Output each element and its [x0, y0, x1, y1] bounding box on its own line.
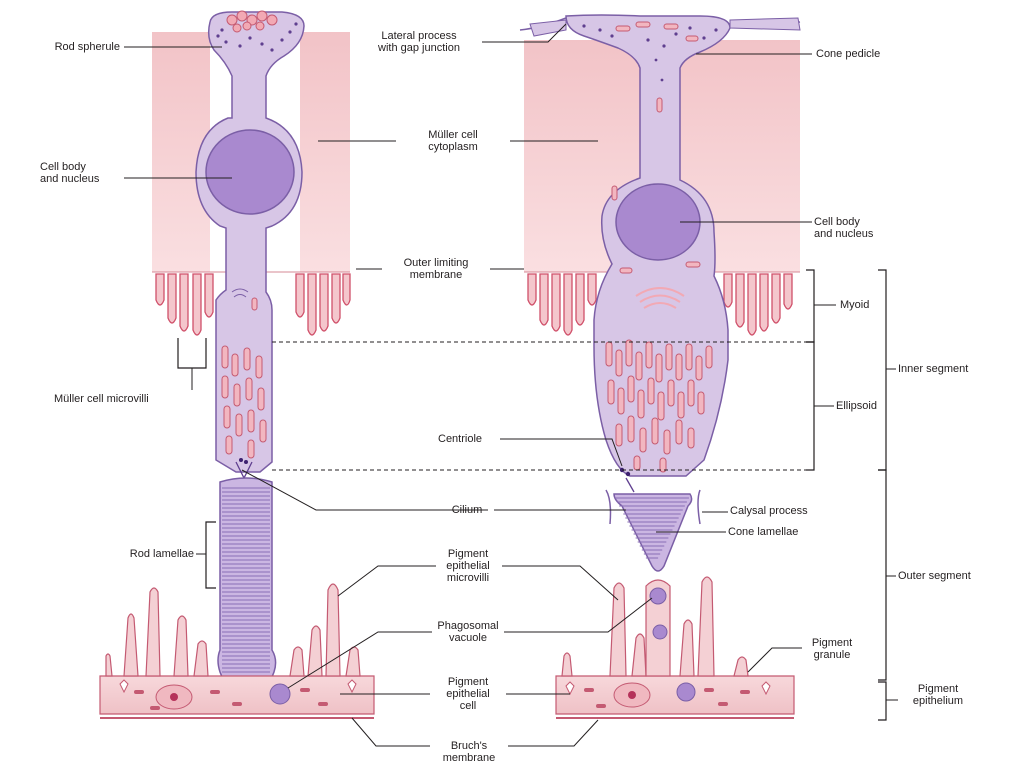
label-pigment-microvilli: Pigment epithelial microvilli: [446, 548, 490, 584]
label-phagosomal-vacuole: Phagosomal vacuole: [437, 620, 499, 644]
muller-cytoplasm-left: [152, 32, 350, 273]
label-pigment-granule: Pigment granule: [811, 637, 853, 661]
muller-microvilli-left: [155, 273, 351, 336]
cone-golgi: [635, 287, 685, 309]
label-pigment-epithelial-cell: Pigment epithelial cell: [446, 676, 490, 712]
rod-lamellae-lines: [222, 487, 270, 673]
label-pigment-epithelium: Pigment epithelium: [912, 683, 964, 707]
label-outer-limiting-membrane: Outer limiting membrane: [403, 257, 469, 281]
label-ellipsoid: Ellipsoid: [836, 400, 877, 412]
rod-nucleus: [205, 129, 295, 215]
pigment-epithelium-left: [99, 583, 375, 719]
label-bruchs-membrane: Bruch's membrane: [442, 740, 496, 764]
label-muller-microvilli: Müller cell microvilli: [54, 393, 149, 405]
pigment-epithelium-right: [555, 576, 795, 719]
rod-cell-body: [195, 11, 305, 473]
label-rod-spherule: Rod spherule: [54, 41, 120, 53]
cone-outer-segment: [613, 493, 693, 572]
label-cone-lamellae: Cone lamellae: [728, 526, 799, 538]
label-centriole: Centriole: [438, 433, 483, 445]
label-rod-lamellae: Rod lamellae: [129, 548, 194, 560]
label-cilium: Cilium: [451, 504, 483, 516]
label-calycal-process: Calysal process: [730, 505, 808, 517]
label-cell-body-left: Cell body and nucleus: [40, 161, 100, 185]
label-outer-segment: Outer segment: [898, 570, 971, 582]
cone-cell: [519, 14, 801, 572]
label-myoid: Myoid: [840, 299, 870, 311]
segment-boundary-lines: [272, 341, 806, 471]
muller-microvilli-right: [527, 273, 793, 336]
label-cell-body-right: Cell body and nucleus: [814, 216, 874, 240]
rod-spherule-vesicles: [226, 10, 278, 33]
cone-lamellae-lines: [615, 497, 689, 559]
label-cone-pedicle: Cone pedicle: [816, 48, 881, 60]
leader-lines: [124, 23, 898, 747]
rod-mitochondria: [221, 345, 267, 459]
cone-mitochondria: [605, 339, 713, 473]
label-muller-cytoplasm: Müller cell cytoplasm: [428, 129, 478, 153]
label-lateral-process: Lateral process with gap junction: [378, 30, 460, 54]
brackets: [177, 269, 887, 721]
label-inner-segment: Inner segment: [898, 363, 969, 375]
